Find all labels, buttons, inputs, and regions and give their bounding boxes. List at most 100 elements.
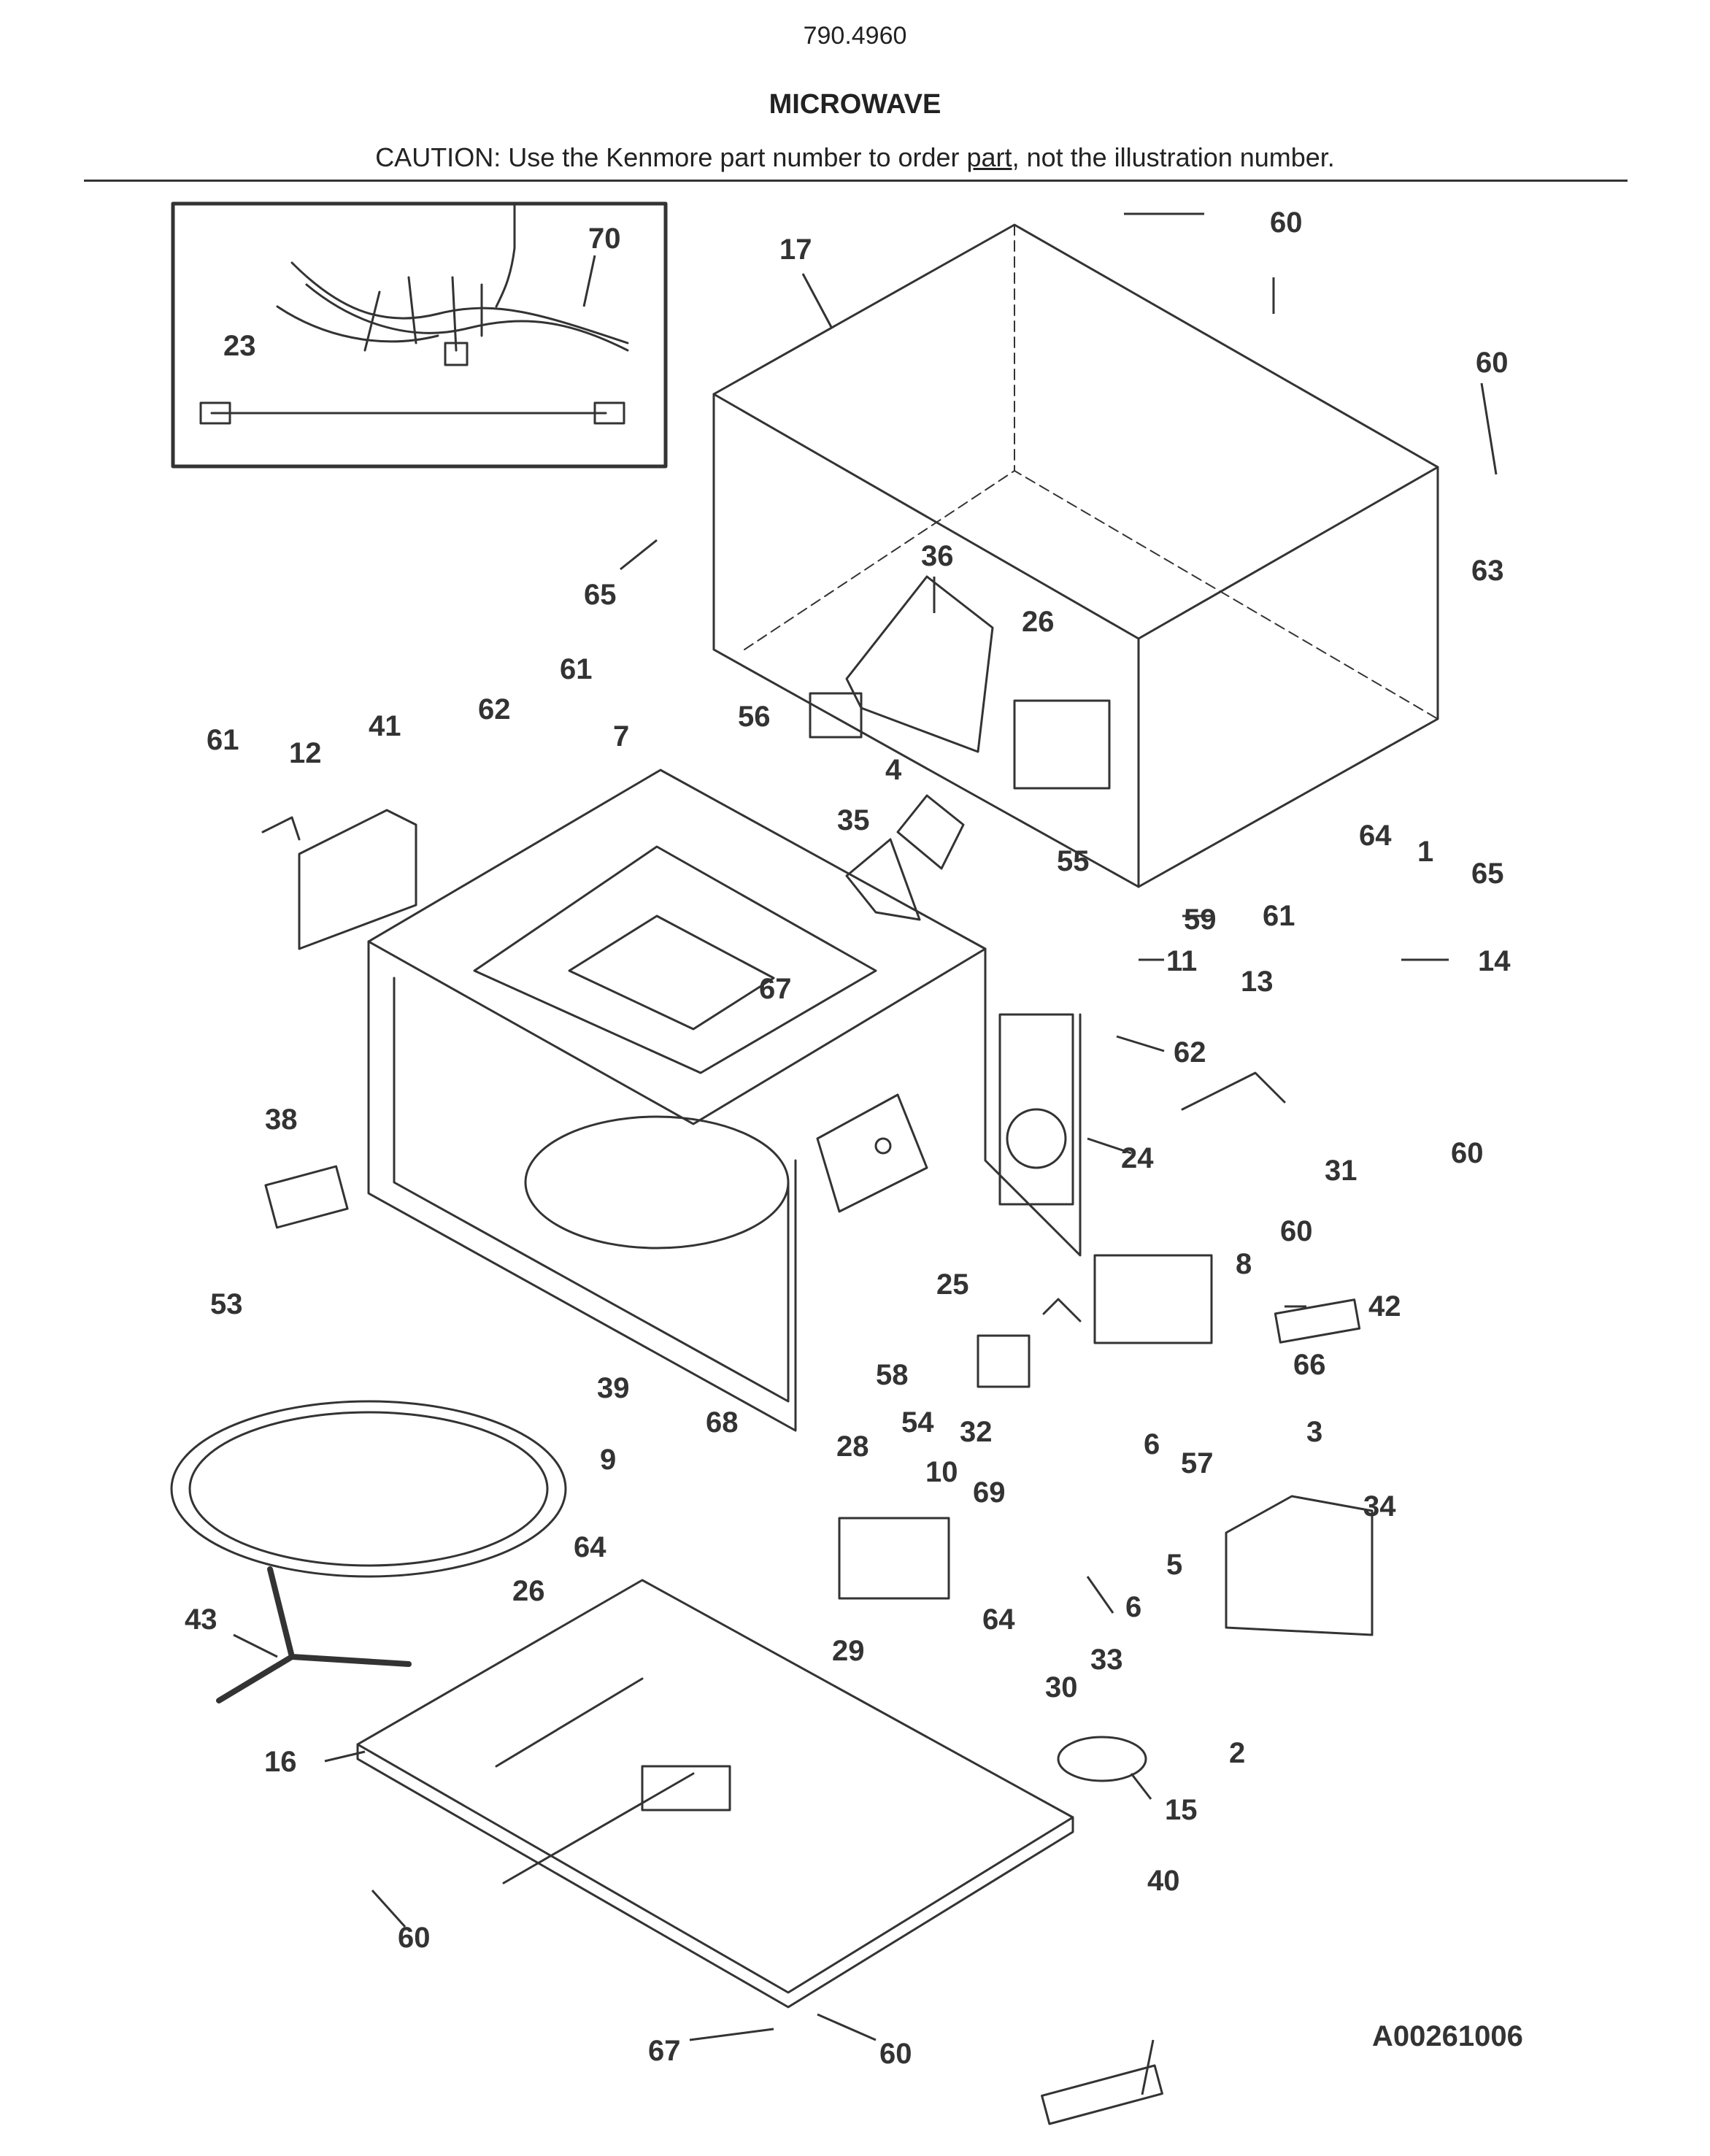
callout-38: 38 <box>265 1104 298 1136</box>
callout-63: 63 <box>1471 555 1504 587</box>
caution-prefix: CAUTION: Use the Kenmore part number to … <box>375 142 967 172</box>
callout-36: 36 <box>921 540 954 572</box>
callout-65: 65 <box>1471 858 1504 890</box>
wire-23 <box>199 401 625 425</box>
callout-41: 41 <box>369 710 401 742</box>
callout-56: 56 <box>738 701 771 733</box>
callout-25: 25 <box>936 1268 969 1301</box>
cover-38 <box>264 1165 349 1229</box>
callout-28: 28 <box>836 1431 869 1463</box>
callout-31: 31 <box>1325 1155 1357 1187</box>
callout-61: 61 <box>1263 900 1295 932</box>
callout-70: 70 <box>588 223 621 255</box>
callout-29: 29 <box>832 1635 865 1667</box>
callout-6: 6 <box>1144 1428 1160 1460</box>
model-number: 790.4960 <box>803 22 907 50</box>
callout-60: 60 <box>1451 1137 1484 1169</box>
callout-64: 64 <box>982 1603 1015 1636</box>
strip-42 <box>1274 1298 1361 1344</box>
wire-harness-inset <box>171 201 668 469</box>
callout-6: 6 <box>1125 1591 1141 1623</box>
callout-60: 60 <box>879 2038 912 2070</box>
header-divider <box>84 180 1628 182</box>
label-54 <box>977 1334 1031 1388</box>
callout-13: 13 <box>1241 966 1274 998</box>
callout-23: 23 <box>223 330 256 362</box>
callout-40: 40 <box>1147 1865 1180 1897</box>
callout-42: 42 <box>1368 1290 1401 1323</box>
callout-35: 35 <box>837 804 870 836</box>
caution-suffix: , not the illustration number. <box>1012 142 1335 172</box>
callout-15: 15 <box>1165 1794 1198 1826</box>
callout-26: 26 <box>512 1575 545 1607</box>
caution-underlined: part <box>966 142 1012 172</box>
fan-duct-36 <box>845 575 994 753</box>
callout-61: 61 <box>560 653 593 685</box>
outer-cabinet-17 <box>712 223 1439 888</box>
callout-59: 59 <box>1184 904 1217 936</box>
glass-tray-53 <box>170 1400 567 1578</box>
callout-60: 60 <box>1280 1215 1313 1247</box>
callout-9: 9 <box>600 1444 616 1476</box>
callout-64: 64 <box>1359 820 1392 852</box>
capacitor-15 <box>1057 1736 1147 1782</box>
callout-8: 8 <box>1236 1248 1252 1280</box>
callout-55: 55 <box>1057 845 1090 877</box>
callout-12: 12 <box>289 737 322 769</box>
transformer-8 <box>1093 1254 1213 1344</box>
callout-60: 60 <box>1270 207 1303 239</box>
latch-32 <box>1042 1298 1082 1323</box>
callout-10: 10 <box>925 1456 958 1488</box>
callout-16: 16 <box>264 1746 297 1778</box>
caution-note: CAUTION: Use the Kenmore part number to … <box>0 142 1710 173</box>
callout-1: 1 <box>1417 836 1433 868</box>
callout-57: 57 <box>1181 1447 1214 1479</box>
callout-53: 53 <box>210 1288 243 1320</box>
roller-43 <box>216 1566 412 1703</box>
strip-40 <box>1041 2064 1163 2125</box>
callout-62: 62 <box>478 693 511 725</box>
callout-labels: 70 23 17 60 60 65 36 26 63 61 62 61 12 4… <box>185 207 1511 2070</box>
callout-14: 14 <box>1478 945 1511 977</box>
callout-62: 62 <box>1174 1036 1206 1069</box>
callout-68: 68 <box>706 1406 739 1439</box>
callout-67: 67 <box>759 973 792 1005</box>
callout-66: 66 <box>1293 1349 1326 1381</box>
callout-67: 67 <box>648 2035 681 2067</box>
duct-34 <box>1225 1495 1374 1636</box>
callout-3: 3 <box>1306 1416 1322 1448</box>
callout-32: 32 <box>960 1416 993 1448</box>
bracket-31 <box>1181 1071 1286 1111</box>
bracket-41 <box>298 809 417 950</box>
leader-lines <box>233 212 1498 2095</box>
callout-30: 30 <box>1045 1671 1078 1703</box>
callout-64: 64 <box>574 1531 606 1563</box>
fan-blade-35 <box>845 838 921 921</box>
callout-61: 61 <box>207 724 239 756</box>
base-plate-16 <box>356 1579 1074 2009</box>
callout-26: 26 <box>1022 606 1055 638</box>
callout-69: 69 <box>973 1477 1006 1509</box>
transformer-10 <box>838 1517 950 1600</box>
callout-24: 24 <box>1121 1142 1154 1174</box>
callout-54: 54 <box>901 1406 934 1439</box>
callout-5: 5 <box>1166 1549 1182 1581</box>
callout-2: 2 <box>1229 1737 1245 1769</box>
callout-39: 39 <box>597 1372 630 1404</box>
callout-60: 60 <box>398 1922 431 1954</box>
callout-60: 60 <box>1476 347 1509 379</box>
callout-11: 11 <box>1166 945 1197 977</box>
diagram-code: A00261006 <box>1372 2020 1523 2052</box>
label-55 <box>1013 699 1111 790</box>
label-56 <box>809 692 863 739</box>
callout-43: 43 <box>185 1603 217 1636</box>
oven-cavity <box>367 769 1082 1432</box>
callout-65: 65 <box>584 579 617 611</box>
fan-motor-4 <box>896 794 965 870</box>
callout-4: 4 <box>885 754 902 786</box>
page-title: MICROWAVE <box>769 89 941 120</box>
callout-33: 33 <box>1090 1644 1123 1676</box>
callout-34: 34 <box>1363 1490 1396 1522</box>
callout-17: 17 <box>779 234 812 266</box>
